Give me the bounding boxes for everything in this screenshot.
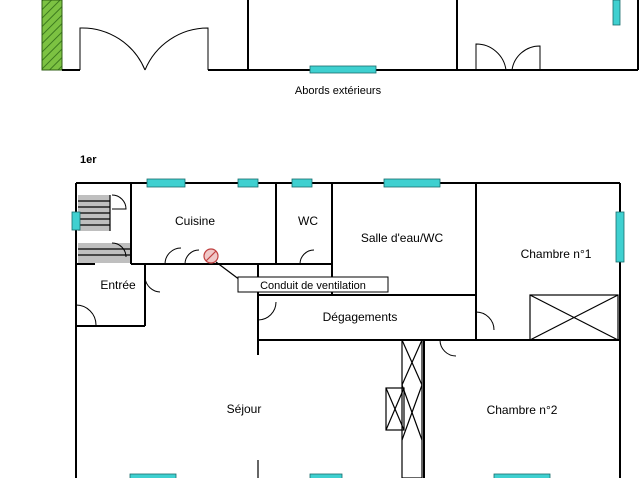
first-floor-plan bbox=[71, 178, 625, 478]
kitchen-label: Cuisine bbox=[175, 214, 215, 228]
bedroom1-label: Chambre n°1 bbox=[521, 247, 592, 261]
hedge bbox=[41, 0, 63, 71]
outdoor-label: Abords extérieurs bbox=[295, 85, 382, 97]
window bbox=[383, 178, 441, 188]
vent-label: Conduit de ventilation bbox=[260, 280, 366, 292]
door-right bbox=[475, 43, 541, 71]
double-door bbox=[79, 27, 209, 71]
wc-label: WC bbox=[298, 214, 318, 228]
window bbox=[493, 473, 551, 478]
hallway-label: Dégagements bbox=[323, 310, 398, 324]
window bbox=[615, 211, 625, 263]
entrance-label: Entrée bbox=[100, 278, 136, 292]
closet-vertical bbox=[385, 339, 423, 478]
ground-floor-plan: Abords extérieurs bbox=[41, 0, 639, 97]
window bbox=[237, 178, 259, 188]
vent-label-box bbox=[237, 276, 389, 293]
window bbox=[612, 0, 621, 26]
window bbox=[309, 473, 343, 478]
bathroom-label: Salle d'eau/WC bbox=[361, 231, 444, 245]
stairs bbox=[78, 194, 130, 263]
window bbox=[146, 178, 186, 188]
window bbox=[71, 211, 81, 231]
vent-conduit bbox=[203, 248, 389, 293]
closet bbox=[529, 294, 619, 341]
bedroom2-label: Chambre n°2 bbox=[487, 403, 558, 417]
window bbox=[291, 178, 313, 188]
living-label: Séjour bbox=[227, 402, 262, 416]
window bbox=[129, 473, 177, 478]
floor-label: 1er bbox=[80, 154, 97, 166]
window bbox=[309, 65, 377, 74]
